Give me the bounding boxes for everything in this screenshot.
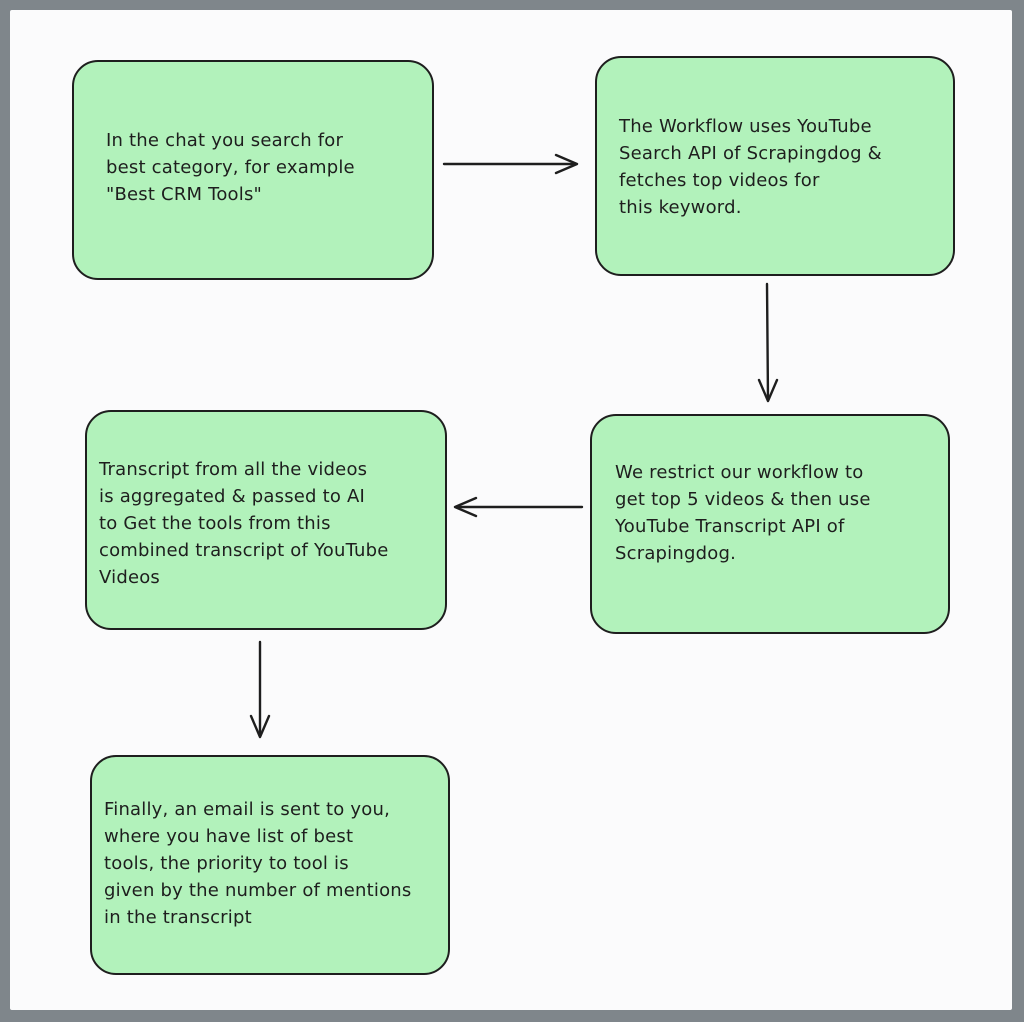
arrow-step4-to-step5 (249, 640, 271, 739)
step-text-search-category: In the chat you search for best category… (106, 130, 355, 205)
arrow-step1-to-step2 (442, 153, 579, 175)
step-text-transcript-api: We restrict our workflow to get top 5 vi… (615, 462, 871, 564)
step-text-youtube-search-api: The Workflow uses YouTube Search API of … (619, 116, 882, 218)
step-box-search-category: In the chat you search for best category… (72, 60, 434, 280)
diagram-canvas: In the chat you search for best category… (10, 10, 1012, 1010)
step-box-transcript-api: We restrict our workflow to get top 5 vi… (590, 414, 950, 634)
step-text-email-result: Finally, an email is sent to you, where … (104, 799, 412, 928)
arrow-step2-to-step3 (757, 282, 779, 403)
step-box-aggregate-ai: Transcript from all the videos is aggreg… (85, 410, 447, 630)
step-text-aggregate-ai: Transcript from all the videos is aggreg… (99, 459, 389, 588)
step-box-youtube-search-api: The Workflow uses YouTube Search API of … (595, 56, 955, 276)
arrow-step3-to-step4 (453, 496, 584, 518)
step-box-email-result: Finally, an email is sent to you, where … (90, 755, 450, 975)
